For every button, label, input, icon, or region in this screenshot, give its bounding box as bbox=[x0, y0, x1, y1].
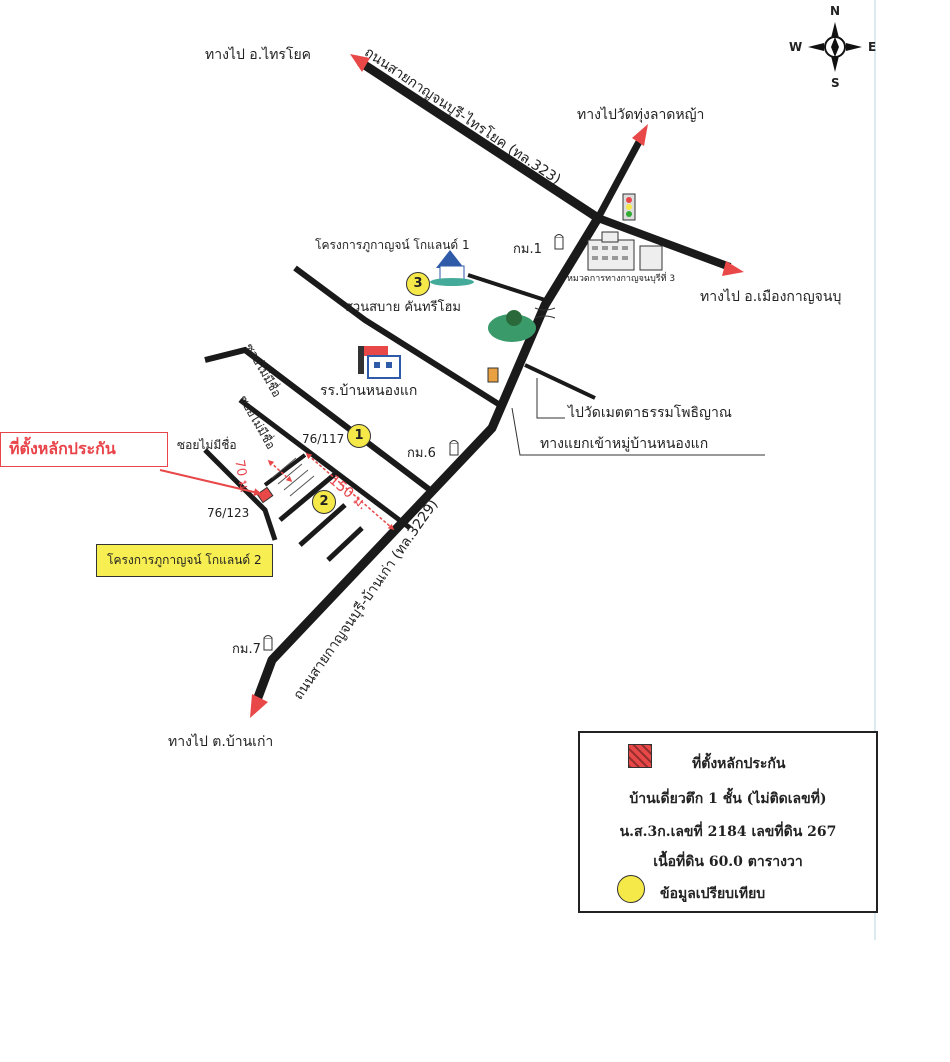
collateral-site-marker bbox=[256, 486, 274, 504]
road-project1 bbox=[467, 273, 546, 302]
road-school bbox=[293, 265, 502, 408]
label-to-sai-yok: ทางไป อ.ไทรโยค bbox=[205, 47, 312, 63]
dim-150 bbox=[305, 453, 395, 530]
compass-n: N bbox=[830, 4, 841, 18]
bridge-icon bbox=[534, 307, 556, 319]
compass-e: E bbox=[868, 40, 877, 54]
label-addr-117: 76/117 bbox=[302, 432, 345, 446]
label-soi-3: ซอยไม่มีชื่อ bbox=[177, 438, 237, 452]
traffic-light-icon bbox=[622, 193, 636, 221]
building-right-icon bbox=[639, 245, 663, 271]
road-wat-metta bbox=[524, 363, 596, 400]
highway-3229 bbox=[250, 215, 602, 718]
label-school: รร.บ้านหนองแก bbox=[320, 383, 418, 399]
dim-70 bbox=[267, 459, 293, 483]
road-to-mueang bbox=[596, 214, 744, 276]
road-to-wat-thung bbox=[594, 124, 648, 220]
label-to-wat-metta: ไปวัดเมตตาธรรมโพธิญาณ bbox=[568, 405, 732, 421]
leader-wat-metta bbox=[536, 378, 565, 419]
highway-323 bbox=[350, 54, 601, 222]
garden-icon bbox=[488, 310, 536, 342]
project2-label: โครงการภูกาญจน์ โกแลนด์ 2 bbox=[107, 553, 262, 567]
label-garden: สวนสบาย คันทรีโฮม bbox=[345, 300, 461, 315]
project2-box: โครงการภูกาญจน์ โกแลนด์ 2 bbox=[96, 544, 273, 577]
legend-comparison-circle bbox=[617, 875, 645, 903]
label-project1: โครงการภูกาญจน์ โกแลนด์ 1 bbox=[315, 238, 470, 252]
compass-icon bbox=[808, 22, 862, 72]
road-soi-third bbox=[203, 448, 278, 541]
comparison-marker-1: 1 bbox=[347, 424, 371, 448]
label-to-wat-thung: ทางไปวัดทุ่งลาดหญ้า bbox=[577, 107, 705, 123]
legend-line3: เนื้อที่ดิน 60.0 ตารางวา bbox=[653, 854, 803, 870]
compass-s: S bbox=[831, 76, 840, 90]
building-icon bbox=[587, 231, 635, 271]
label-km1: กม.1 bbox=[513, 242, 542, 257]
label-to-ban-kao: ทางไป ต.บ้านเก่า bbox=[168, 734, 274, 750]
label-junction: ทางแยกเข้าหมู่บ้านหนองแก bbox=[540, 436, 709, 452]
leader-junction bbox=[511, 407, 765, 456]
school-icon bbox=[358, 346, 401, 379]
label-to-mueang: ทางไป อ.เมืองกาญจนบุ bbox=[700, 289, 842, 305]
legend-comparison: ข้อมูลเปรียบเทียบ bbox=[660, 886, 766, 902]
legend-line1: บ้านเดี่ยวตึก 1 ชั้น (ไม่ติดเลขที่) bbox=[629, 791, 827, 807]
shop-icon bbox=[487, 367, 499, 383]
legend-collateral: ที่ตั้งหลักประกัน bbox=[692, 756, 786, 772]
collateral-callout-text: ที่ตั้งหลักประกัน bbox=[9, 439, 116, 458]
label-highway-office: หมวดการทางกาญจนบุรีที่ 3 bbox=[567, 274, 676, 284]
collateral-pointer bbox=[159, 469, 262, 496]
comparison-marker-2: 2 bbox=[312, 490, 336, 514]
km7-post-icon bbox=[263, 635, 273, 651]
comparison-marker-3: 3 bbox=[406, 272, 430, 296]
road-branch-d bbox=[263, 453, 307, 487]
legend-collateral-swatch bbox=[628, 744, 652, 768]
label-addr-123: 76/123 bbox=[207, 506, 250, 520]
road-branch-c bbox=[326, 526, 364, 562]
legend-line2: น.ส.3ก.เลขที่ 2184 เลขที่ดิน 267 bbox=[619, 824, 837, 840]
compass-w: W bbox=[789, 40, 803, 54]
collateral-callout: ที่ตั้งหลักประกัน bbox=[0, 432, 168, 467]
km1-post-icon bbox=[554, 234, 564, 250]
house-icon bbox=[430, 250, 474, 286]
label-km7: กม.7 bbox=[232, 642, 261, 657]
label-km6: กม.6 bbox=[407, 446, 436, 461]
km6-post-icon bbox=[449, 440, 459, 456]
